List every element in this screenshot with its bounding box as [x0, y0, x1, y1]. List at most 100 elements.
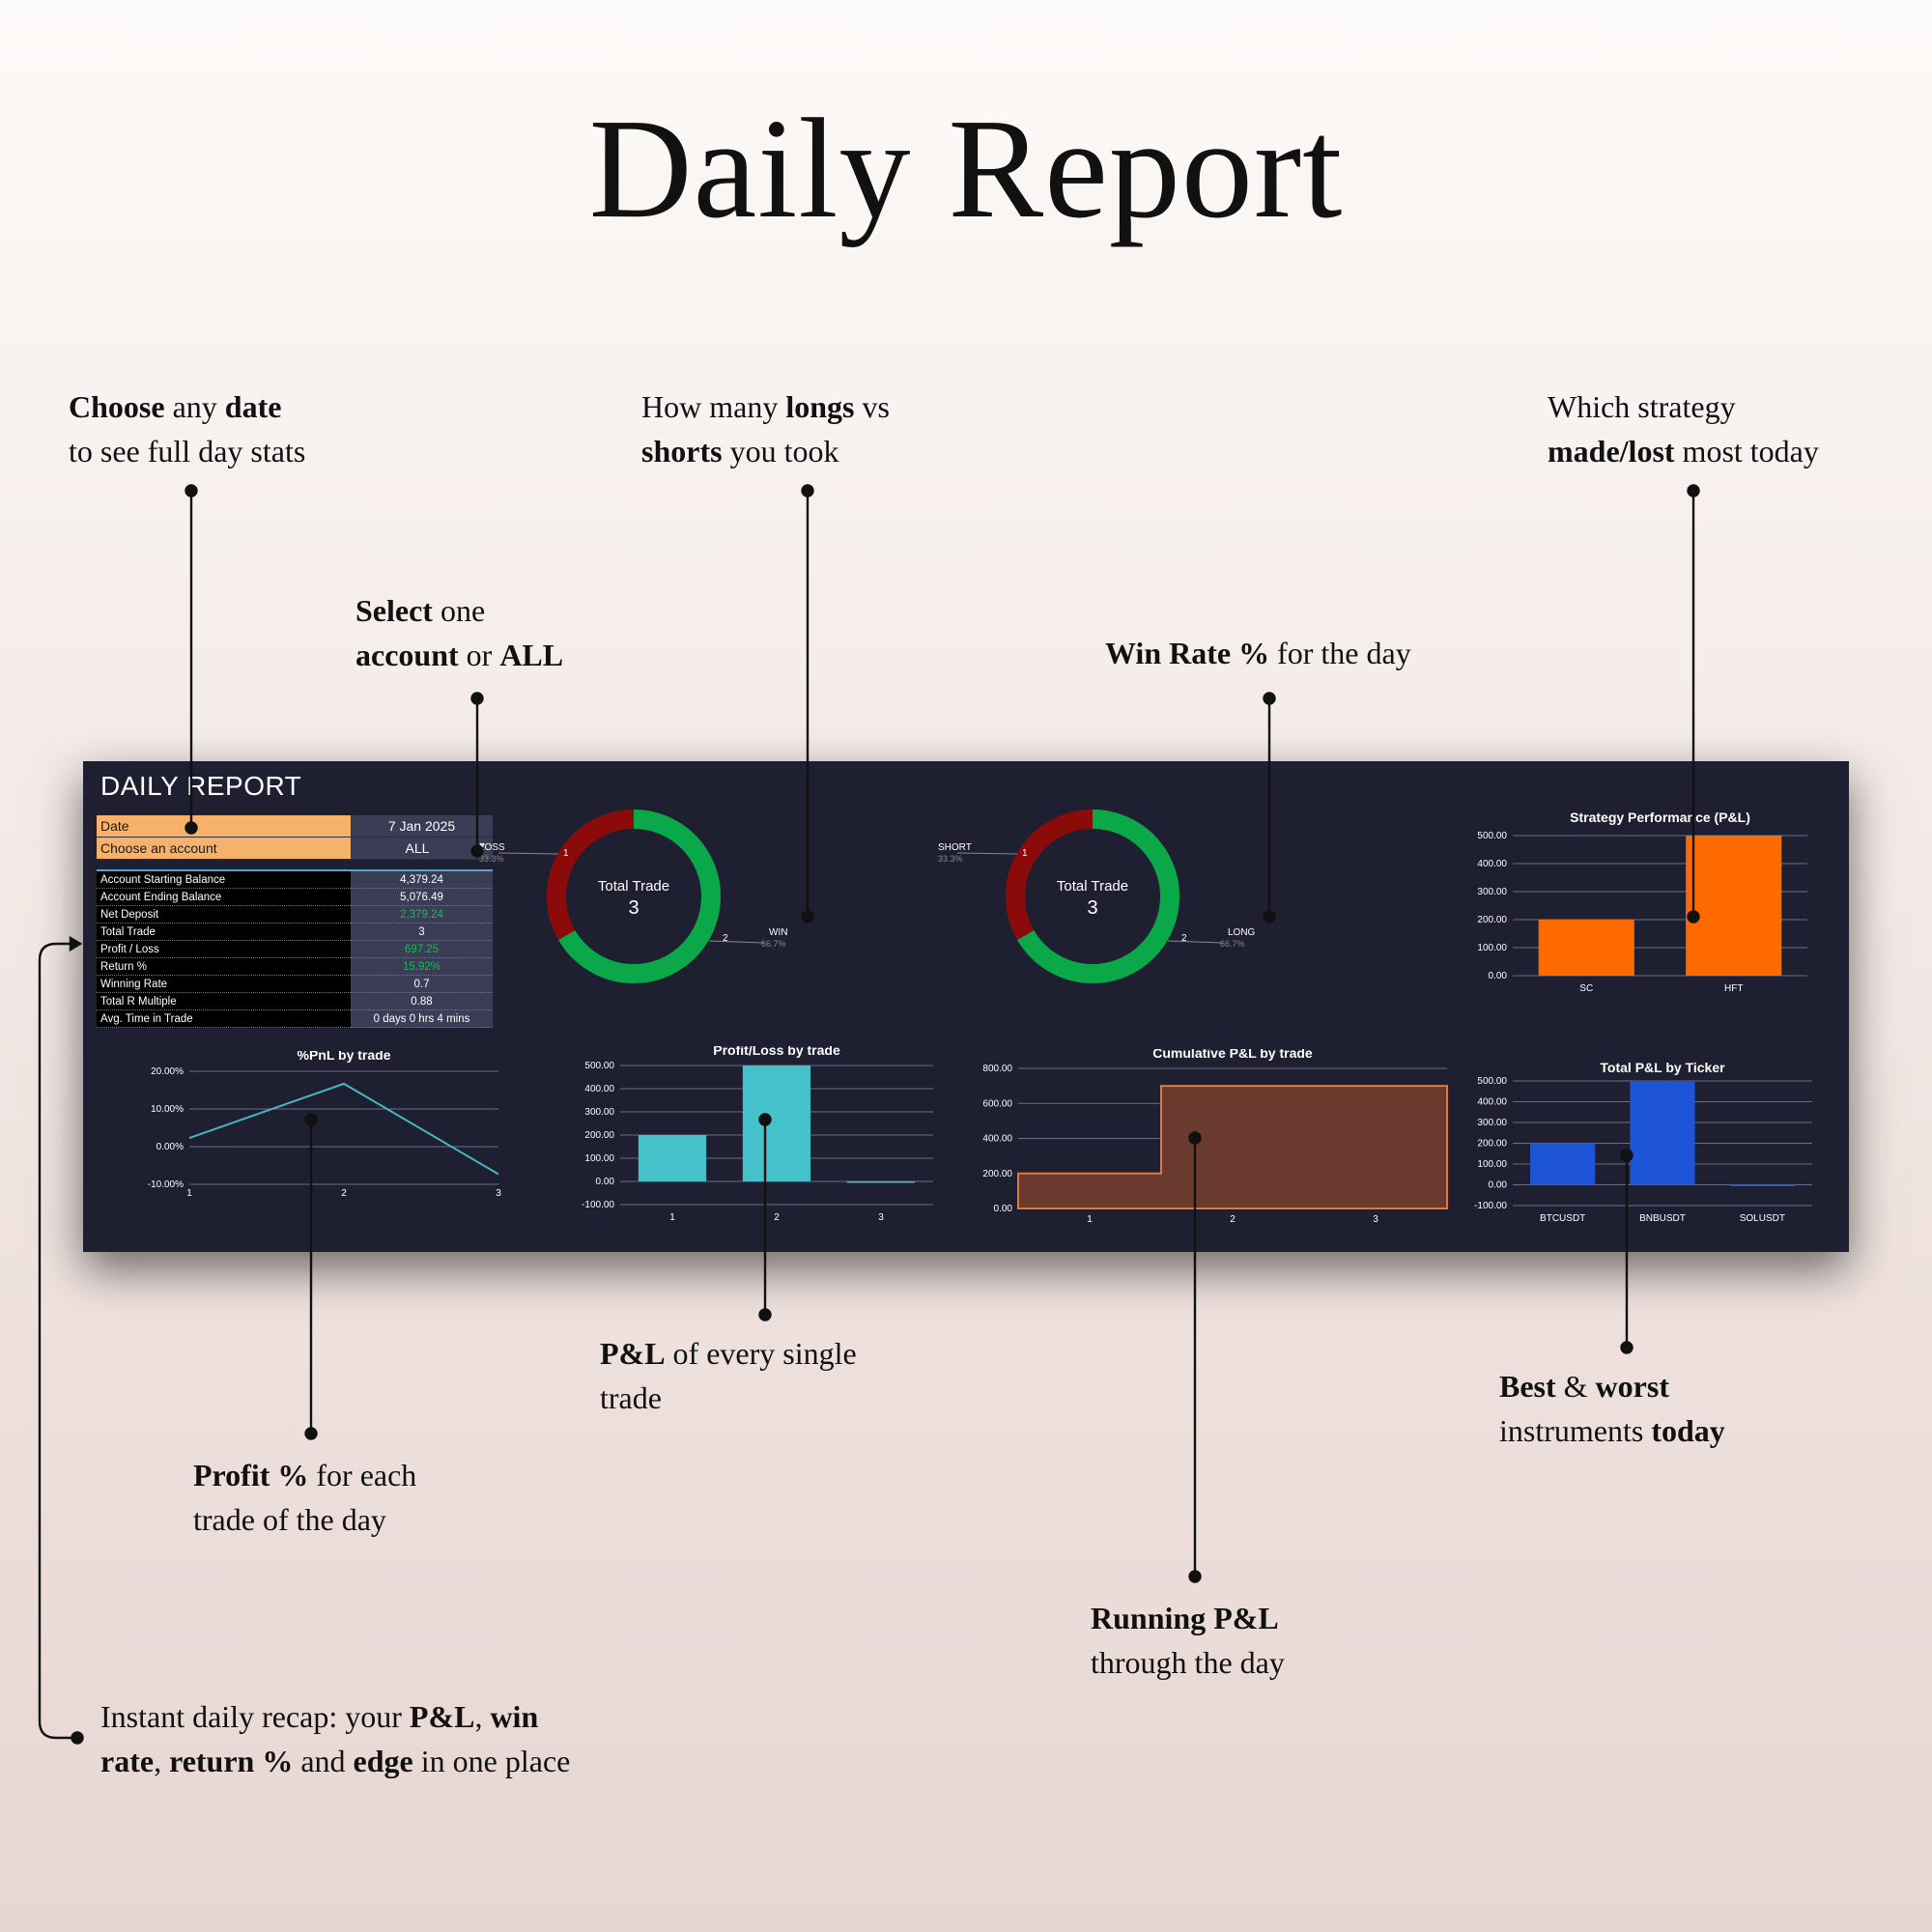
x-tick-label: SOLUSDT — [1740, 1213, 1785, 1224]
y-tick-label: 600.00 — [982, 1098, 1012, 1109]
dashboard-title: DAILY REPORT — [100, 771, 302, 801]
page-title: Daily Report — [588, 90, 1344, 248]
chart-title: Total P&L by Ticker — [1600, 1061, 1725, 1075]
stat-label: Return % — [97, 957, 351, 976]
y-tick-label: 400.00 — [584, 1084, 614, 1094]
callout-longs-shorts: How many longs vs shorts you took — [641, 389, 890, 469]
donut-slice-long — [1017, 810, 1179, 983]
y-tick-label: 200.00 — [1477, 1139, 1507, 1150]
x-tick-label: 1 — [1087, 1214, 1093, 1225]
donut-label-right: LONG — [1228, 927, 1256, 938]
x-tick-label: 1 — [669, 1212, 675, 1223]
callout-running: Running P&L through the day — [1091, 1601, 1285, 1680]
donut-pct-right: 66.7% — [761, 939, 786, 949]
y-tick-label: 200.00 — [1477, 915, 1507, 925]
y-tick-label: 500.00 — [1477, 1076, 1507, 1087]
chart-title: Strategy Performance (P&L) — [1570, 810, 1750, 825]
y-tick-label: -100.00 — [582, 1200, 614, 1210]
bar — [1686, 836, 1782, 976]
y-tick-label: 100.00 — [584, 1153, 614, 1164]
x-tick-label: 2 — [341, 1188, 347, 1199]
x-tick-label: HFT — [1724, 983, 1743, 994]
chart-svg: Cumulative P&L by trade800.00600.00400.0… — [982, 1049, 1448, 1225]
y-tick-label: -10.00% — [148, 1179, 184, 1190]
callout-profit-pct: Profit % for each trade of the day — [193, 1458, 417, 1537]
account-row[interactable]: Choose an account ALL▾ — [97, 837, 493, 860]
donut-leader-line — [1167, 940, 1224, 944]
x-tick-label: 3 — [496, 1188, 501, 1199]
chart-svg: Strategy Performance (P&L)500.00400.0030… — [1477, 810, 1807, 994]
stat-value: 3 — [351, 923, 493, 941]
stat-value: 0.7 — [351, 975, 493, 993]
stat-row: Return %15.92% — [97, 957, 493, 976]
y-tick-label: 200.00 — [982, 1169, 1012, 1179]
date-value[interactable]: 7 Jan 2025 — [351, 815, 493, 838]
y-tick-label: 0.00 — [1489, 1180, 1508, 1191]
y-tick-label: 400.00 — [982, 1134, 1012, 1145]
stat-label: Avg. Time in Trade — [97, 1009, 351, 1028]
stat-value: 0.88 — [351, 992, 493, 1010]
account-value: ALL — [405, 840, 430, 856]
y-tick-label: 300.00 — [584, 1107, 614, 1118]
x-tick-label: 1 — [186, 1188, 192, 1199]
bar — [742, 1065, 811, 1181]
callout-pnl-trade: P&L of every single trade — [600, 1336, 857, 1415]
bar — [1538, 920, 1634, 976]
chart-title: Cumulative P&L by trade — [1152, 1049, 1313, 1061]
date-label: Date — [97, 815, 351, 838]
stat-value: 2,379.24 — [351, 905, 493, 923]
donut-leader-line — [708, 940, 765, 944]
stat-value: 0 days 0 hrs 4 mins — [351, 1009, 493, 1028]
bar — [846, 1181, 916, 1183]
y-tick-label: 500.00 — [1477, 831, 1507, 841]
cumulative-area — [1017, 1085, 1448, 1209]
donut-slice-count: 1 — [1022, 848, 1028, 859]
x-tick-label: BNBUSDT — [1639, 1213, 1686, 1224]
stat-label: Profit / Loss — [97, 940, 351, 958]
stat-label: Account Ending Balance — [97, 888, 351, 906]
stat-label: Net Deposit — [97, 905, 351, 923]
date-row[interactable]: Date 7 Jan 2025 — [97, 815, 493, 838]
y-tick-label: 300.00 — [1477, 1118, 1507, 1128]
y-tick-label: 500.00 — [584, 1061, 614, 1071]
donut-slice-short — [1006, 810, 1094, 940]
donut-label-left: LOSS — [479, 842, 505, 853]
pnl-pct-line — [188, 1082, 499, 1176]
donut-slice-count: 2 — [723, 933, 728, 944]
chart-svg: Total P&L by Ticker500.00400.00300.00200… — [1474, 1061, 1812, 1224]
callout-win-rate: Win Rate % for the day — [1105, 636, 1411, 670]
stat-value: 15.92% — [351, 957, 493, 976]
y-tick-label: 0.00 — [596, 1177, 615, 1187]
bar — [1630, 1081, 1695, 1185]
y-tick-label: 300.00 — [1477, 887, 1507, 897]
y-tick-label: -100.00 — [1474, 1201, 1507, 1211]
callout-best-worst: Best & worst instruments today — [1499, 1369, 1725, 1448]
selector-table: Date 7 Jan 2025 Choose an account ALL▾ — [97, 815, 493, 860]
y-tick-label: 0.00% — [156, 1142, 184, 1152]
y-tick-label: 100.00 — [1477, 1159, 1507, 1170]
y-tick-label: 10.00% — [151, 1104, 184, 1115]
donut-slice-count: 1 — [563, 848, 569, 859]
x-tick-label: SC — [1579, 983, 1593, 994]
x-tick-label: 2 — [774, 1212, 780, 1223]
donut-leader-line — [497, 852, 559, 855]
donut-slice-win — [558, 810, 721, 983]
donut-pct-right: 66.7% — [1220, 939, 1245, 949]
y-tick-label: 200.00 — [584, 1130, 614, 1141]
donut-leader-line — [956, 852, 1018, 855]
x-tick-label: 3 — [878, 1212, 884, 1223]
chart-svg: Profit/Loss by trade500.00400.00300.0020… — [582, 1046, 933, 1223]
account-dropdown[interactable]: ALL▾ — [351, 837, 493, 860]
